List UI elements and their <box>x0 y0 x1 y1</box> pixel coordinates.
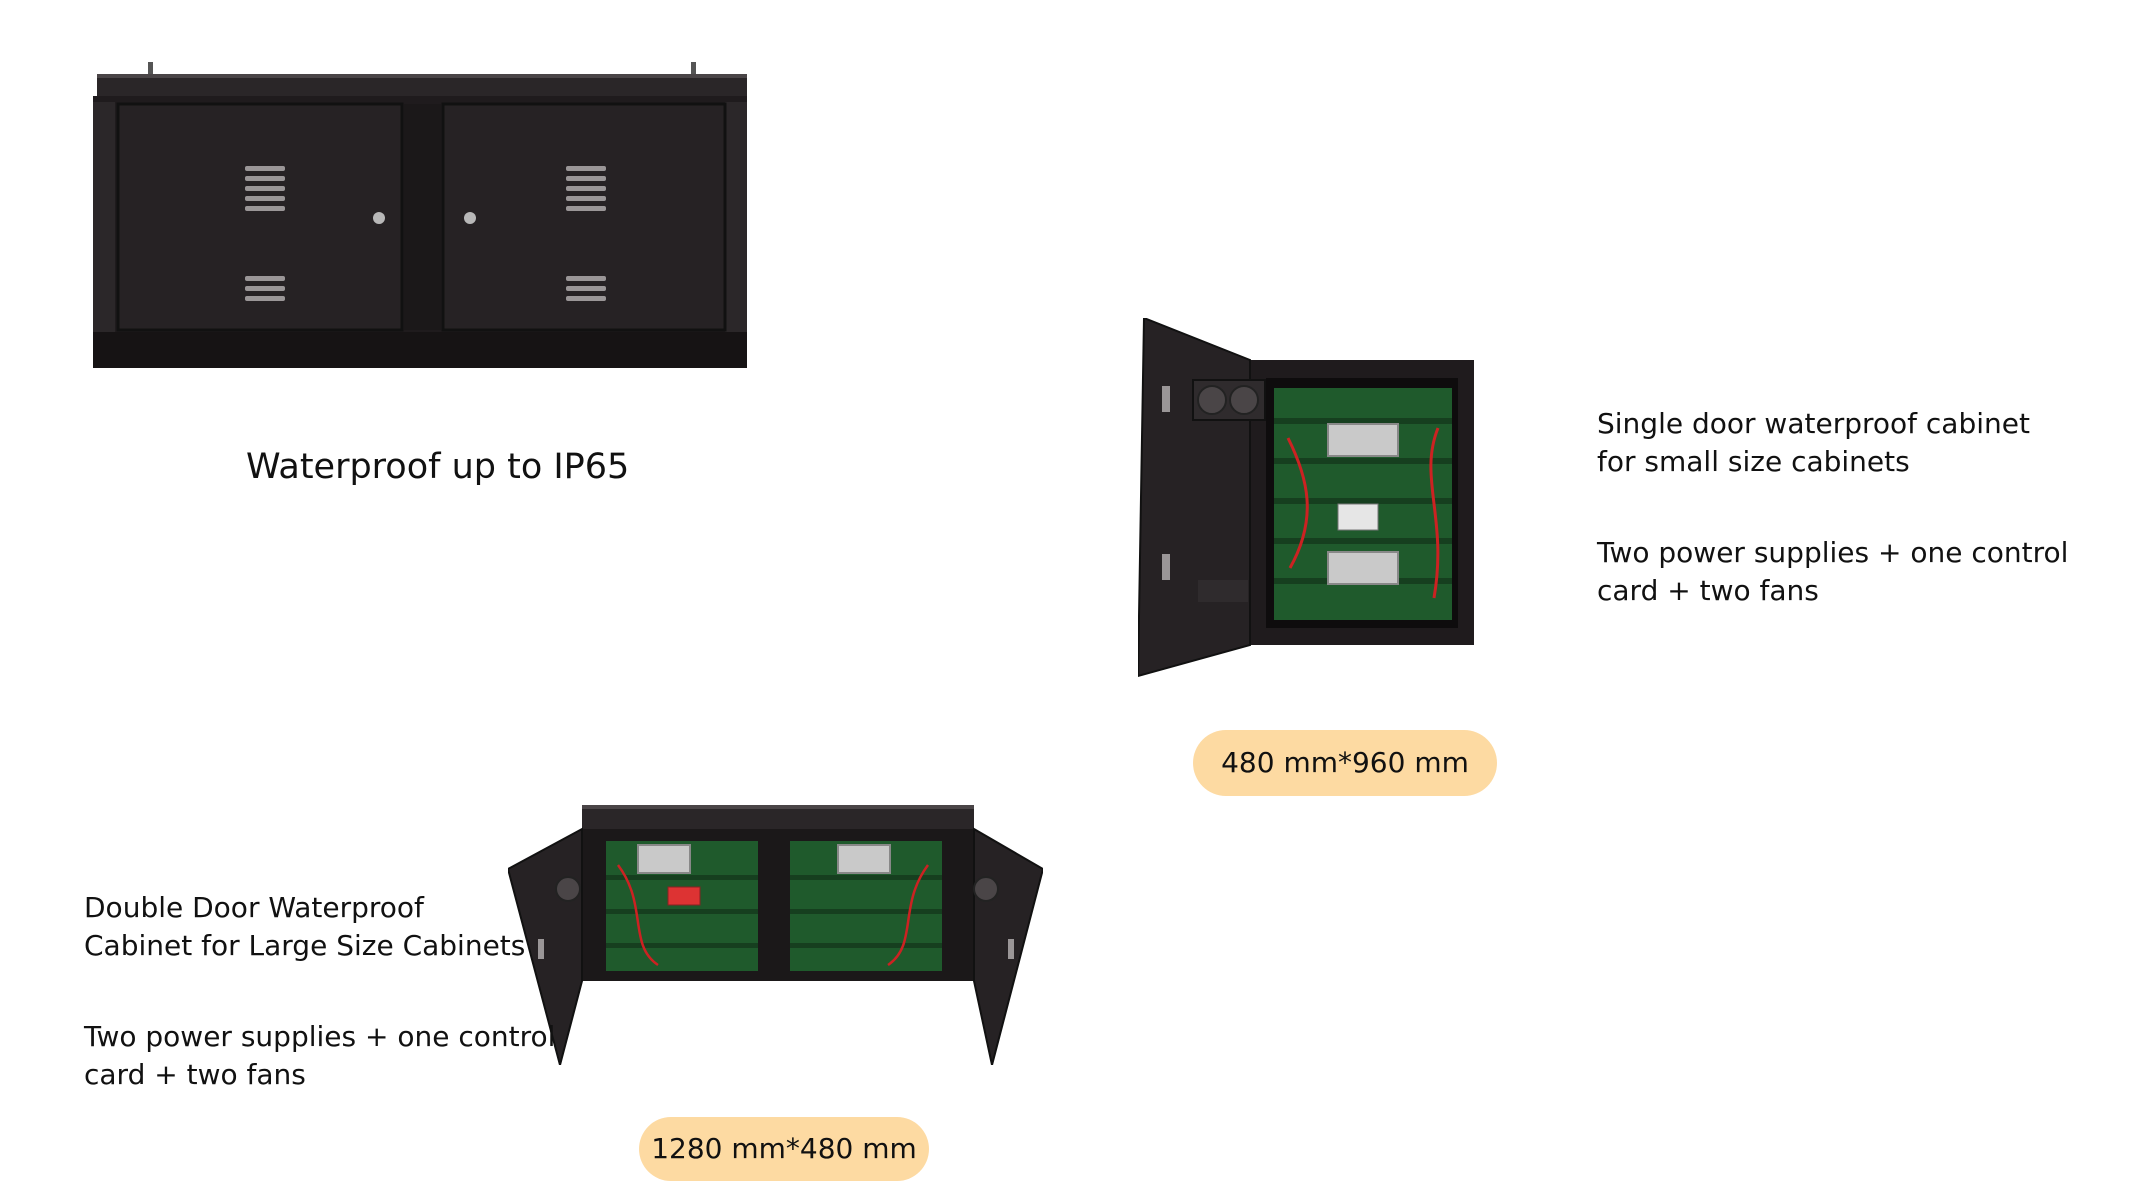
single-door-description: Single door waterproof cabinet for small… <box>1597 405 2068 610</box>
single-door-spec-line1: Two power supplies + one control <box>1597 536 2069 569</box>
spacer <box>1597 481 2068 534</box>
single-door-size-badge: 480 mm*960 mm <box>1193 730 1497 796</box>
double-door-spec-line1: Two power supplies + one control <box>84 1020 556 1053</box>
double-door-size-badge: 1280 mm*480 mm <box>639 1117 929 1181</box>
single-door-spec-line2: card + two fans <box>1597 574 1819 607</box>
closed-double-door-cabinet-image <box>93 62 747 368</box>
double-door-desc-line1: Double Door Waterproof <box>84 891 424 924</box>
single-door-open-cabinet-image <box>1138 318 1474 678</box>
double-door-description: Double Door Waterproof Cabinet for Large… <box>84 889 555 1094</box>
double-door-open-cabinet-image <box>508 805 1043 1065</box>
spacer <box>84 965 555 1018</box>
single-door-desc-line2: for small size cabinets <box>1597 445 1910 478</box>
double-door-spec-line2: card + two fans <box>84 1058 306 1091</box>
headline-waterproof: Waterproof up to IP65 <box>246 447 630 487</box>
double-door-desc-line2: Cabinet for Large Size Cabinets <box>84 929 526 962</box>
single-door-desc-line1: Single door waterproof cabinet <box>1597 407 2030 440</box>
